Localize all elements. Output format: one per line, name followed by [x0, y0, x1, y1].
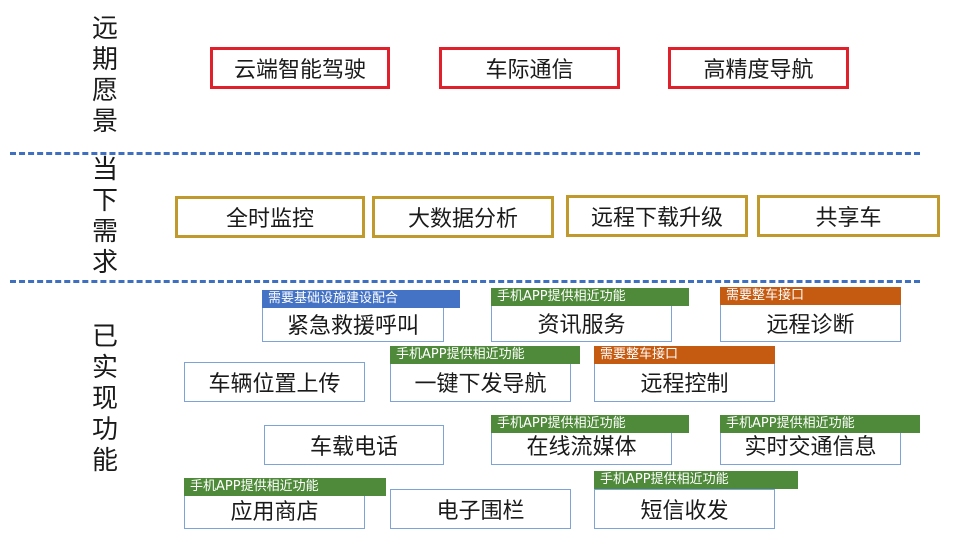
tag-vehicle-interface-diagnosis: 需要整车接口: [720, 287, 901, 305]
demand-item-monitoring: 全时监控: [175, 196, 365, 238]
tag-app-similar-sms: 手机APP提供相近功能: [594, 471, 798, 489]
feature-one-key-nav: 一键下发导航: [390, 362, 571, 402]
vision-item-v2v: 车际通信: [439, 47, 620, 89]
demand-item-carshare: 共享车: [757, 195, 940, 237]
feature-location-upload: 车辆位置上传: [184, 362, 365, 402]
tag-app-similar-nav: 手机APP提供相近功能: [390, 346, 580, 364]
tag-app-similar-media: 手机APP提供相近功能: [491, 415, 689, 433]
tag-app-similar-store: 手机APP提供相近功能: [184, 478, 386, 496]
demand-item-ota: 远程下载升级: [566, 195, 748, 237]
feature-geofence: 电子围栏: [390, 489, 571, 529]
divider-top: [10, 152, 920, 155]
feature-info-service: 资讯服务: [491, 304, 672, 342]
vision-item-cloud-driving: 云端智能驾驶: [210, 47, 390, 89]
tag-vehicle-interface-control: 需要整车接口: [594, 346, 775, 364]
feature-emergency-call: 紧急救援呼叫: [262, 304, 444, 342]
feature-remote-diagnosis: 远程诊断: [720, 304, 901, 342]
divider-bottom: [10, 280, 920, 283]
section-label-demand: 当下需求: [91, 155, 118, 278]
section-label-implemented: 已实现功能: [91, 322, 118, 476]
feature-remote-control: 远程控制: [594, 362, 775, 402]
tag-app-similar-traffic: 手机APP提供相近功能: [720, 415, 920, 433]
vision-item-hd-nav: 高精度导航: [668, 47, 849, 89]
tag-app-similar-info: 手机APP提供相近功能: [491, 288, 689, 306]
section-label-vision: 远期愿景: [91, 14, 118, 137]
demand-item-bigdata: 大数据分析: [372, 196, 554, 238]
feature-app-store: 应用商店: [184, 491, 365, 529]
feature-sms: 短信收发: [594, 489, 775, 529]
tag-infrastructure: 需要基础设施建设配合: [262, 290, 460, 308]
feature-car-phone: 车载电话: [264, 425, 444, 465]
